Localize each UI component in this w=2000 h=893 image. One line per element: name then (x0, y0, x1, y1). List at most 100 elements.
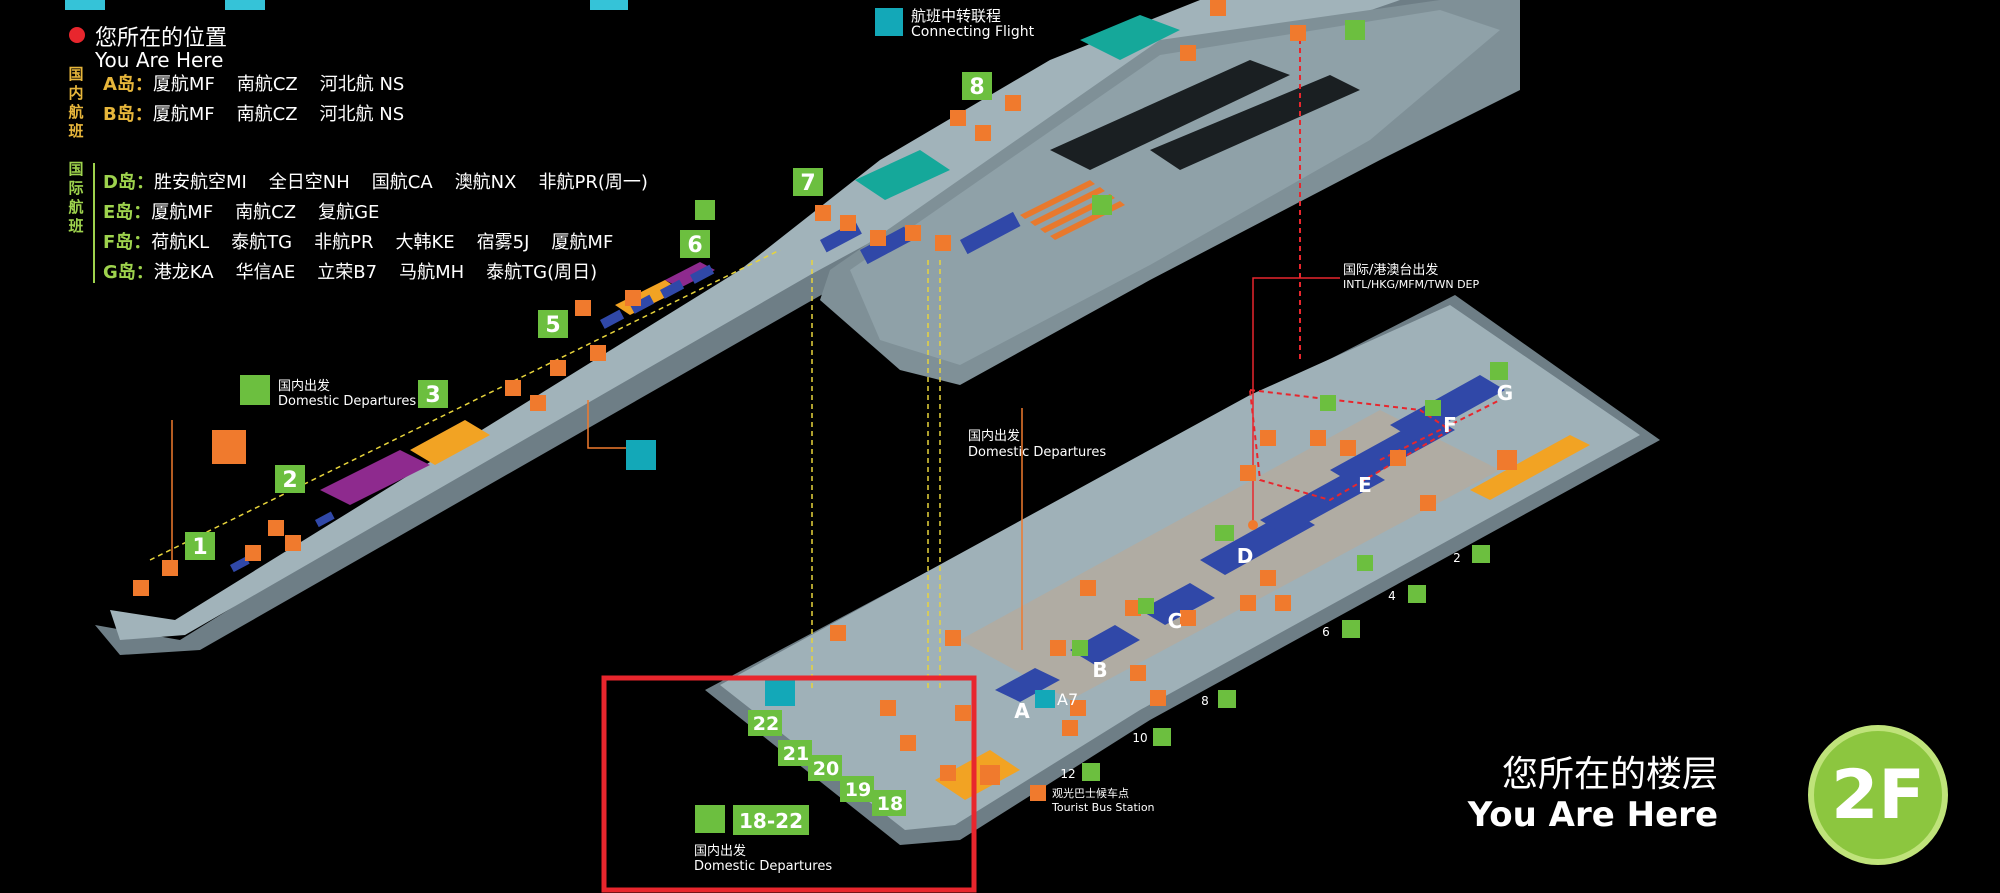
island-c-letter: C (1168, 609, 1183, 633)
island-g-letter: G (1497, 381, 1513, 405)
airline-code: 南航CZ (235, 202, 297, 223)
airline-code: 荷航KL (151, 232, 210, 253)
airline-code: 非航PR (314, 232, 374, 253)
island-e-letter: E (1358, 473, 1372, 497)
gate-18-number: 18 (877, 793, 903, 815)
airline-code: 泰航TG (231, 232, 293, 253)
airline-code: 泰航TG(周日) (486, 262, 598, 283)
domestic-dep-top-zh: 国内出发 (278, 378, 330, 394)
gate-1-badge (185, 532, 215, 560)
airline-code: 厦航MF (551, 232, 614, 253)
connecting-flight-en: Connecting Flight (911, 24, 1035, 40)
tourist-bus-en: Tourist Bus Station (1051, 801, 1155, 814)
domestic-dep-icon-top (240, 375, 270, 405)
airline-code: 河北航 NS (319, 74, 405, 95)
island-label: G岛： (103, 262, 154, 283)
transfer-icon (626, 440, 656, 470)
tourist-bus-zh: 观光巴士候车点 (1052, 786, 1129, 800)
connecting-flight-icon (875, 8, 903, 36)
island-label: A岛： (103, 74, 153, 95)
departures-teal-icon (765, 680, 795, 706)
gate-8-badge (962, 72, 992, 100)
domestic-dep-mid-zh: 国内出发 (968, 428, 1020, 444)
airline-code: 南航CZ (236, 104, 298, 125)
gate-18-badge (872, 790, 906, 816)
upper-concourse-slab (95, 0, 1460, 655)
island-label: E岛： (103, 202, 152, 223)
service-icons (133, 0, 1517, 801)
green-service-icons (240, 20, 1508, 781)
airline-code: 胜安航空MI (153, 172, 247, 193)
domestic-flights-label: 国内 航班 (68, 65, 84, 140)
gate-3-badge (418, 380, 448, 408)
door-10-number: 10 (1132, 731, 1147, 745)
gate-7-number: 7 (800, 171, 815, 196)
airline-code: 全日空NH (268, 172, 350, 193)
island-f-letter: F (1443, 413, 1457, 437)
airline-code: 厦航MF (151, 202, 214, 223)
connecting-flight-zh: 航班中转联程 (911, 7, 1002, 25)
gate-3-number: 3 (425, 383, 440, 408)
intl-dep-leader (1252, 277, 1340, 525)
first-class-lounge-zone (320, 450, 430, 505)
door-12-number: 12 (1060, 767, 1075, 781)
gate-21-badge (778, 740, 812, 766)
gate-22-badge (748, 710, 782, 736)
floor-badge: 2F (1808, 725, 1948, 865)
gate-2-number: 2 (282, 468, 297, 493)
elevator-dashed-lines (149, 249, 941, 690)
airline-code: 马航MH (399, 262, 465, 283)
gate-5-badge (538, 310, 568, 338)
airline-code: 厦航MF (152, 74, 215, 95)
upper-teal-zone-1 (1080, 15, 1180, 60)
gate-range-badge (733, 805, 809, 835)
lower-yellow-zone-1 (935, 750, 1020, 800)
door-2-number: 2 (1453, 551, 1461, 565)
domestic-dep-top-en: Domestic Departures (278, 394, 416, 409)
gate-19-badge (840, 776, 874, 802)
gate-7-badge (793, 168, 823, 196)
door-6-number: 6 (1322, 625, 1330, 639)
airline-code: 南航CZ (236, 74, 298, 95)
you-are-here-highlight (601, 675, 977, 893)
door-8-number: 8 (1201, 694, 1209, 708)
a7-label: A7 (1057, 690, 1078, 709)
lower-yellow-zone-2 (1470, 435, 1590, 500)
gate-20-number: 20 (813, 758, 839, 780)
intl-bracket (93, 163, 95, 283)
airline-code: 河北航 NS (319, 104, 405, 125)
intl-dep-en: INTL/HKG/MFM/TWN DEP (1343, 278, 1479, 291)
you-are-here-dot (69, 27, 85, 43)
airline-code: 国航CA (371, 172, 433, 193)
airline-code: 厦航MF (152, 104, 215, 125)
legend-box-partial-3 (590, 0, 628, 10)
island-b-letter: B (1092, 658, 1107, 682)
gate-20-badge (808, 755, 842, 781)
you-are-here-en: You Are Here (95, 48, 224, 72)
gate-badges-top (185, 72, 992, 560)
domestic-dep-bottom-en: Domestic Departures (694, 859, 832, 874)
gate-2-badge (275, 465, 305, 493)
airline-code: 非航PR(周一) (538, 172, 648, 193)
legend-box-partial-2 (225, 0, 265, 10)
gate-21-number: 21 (783, 743, 809, 765)
upper-dark-gap-1 (1050, 60, 1290, 170)
floor-indicator: 您所在的楼层 You Are Here 2F (1468, 725, 1948, 875)
airline-code: 港龙KA (153, 262, 214, 283)
airline-code: 立荣B7 (317, 262, 378, 283)
domestic-dep-mid-en: Domestic Departures (968, 445, 1106, 460)
island-label: D岛： (103, 172, 154, 193)
gate-range-text: 18-22 (739, 809, 803, 833)
island-a-letter: A (1014, 699, 1030, 723)
airline-code: 澳航NX (454, 172, 517, 193)
island-row: A岛：厦航MF 南航CZ 河北航 NS (103, 70, 426, 96)
domestic-dep-bottom-zh: 国内出发 (694, 843, 746, 859)
island-d-letter: D (1237, 544, 1254, 568)
gate-8-number: 8 (969, 75, 984, 100)
